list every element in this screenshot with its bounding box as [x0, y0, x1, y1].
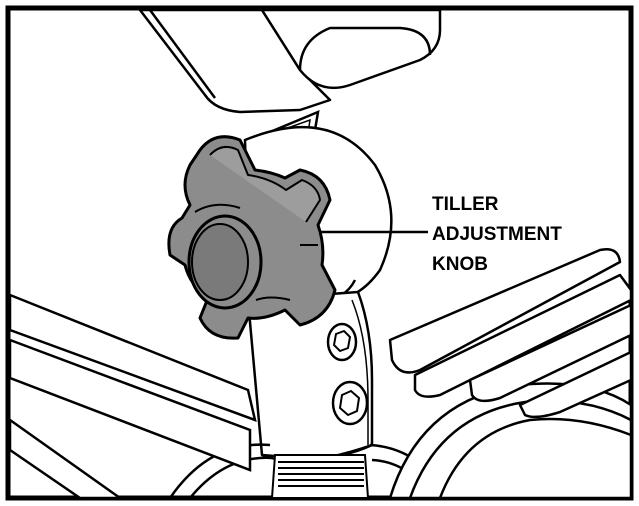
left-frame-tube	[8, 293, 257, 500]
callout-line-2: ADJUSTMENT	[432, 224, 562, 245]
tiller-arm	[138, 8, 442, 114]
callout-line-3: KNOB	[432, 254, 488, 275]
upper-screw	[326, 322, 358, 362]
tiller-adjustment-knob	[167, 135, 337, 340]
callout-label: TILLER ADJUSTMENT KNOB	[432, 194, 562, 275]
right-rails	[388, 248, 633, 419]
lower-screw	[331, 380, 369, 426]
threaded-collar	[270, 454, 370, 499]
callout-line-1: TILLER	[432, 194, 499, 215]
